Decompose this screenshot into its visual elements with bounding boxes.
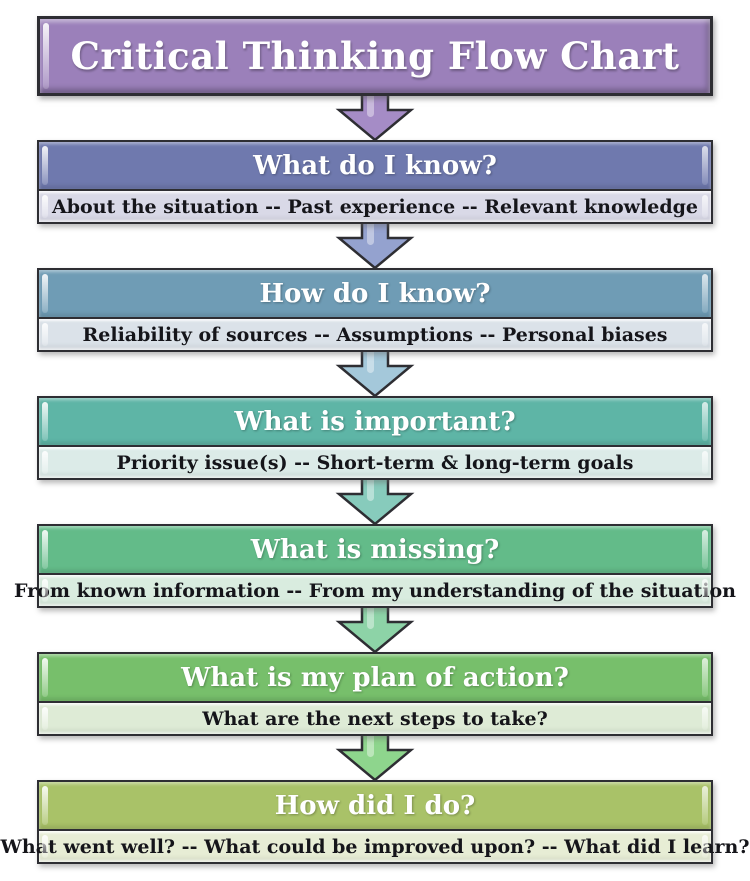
gloss-highlight	[42, 195, 48, 218]
gloss-highlight	[42, 274, 48, 313]
step-question: How did I do?	[274, 790, 476, 821]
step-header: How did I do?	[39, 782, 711, 831]
arrow-shape	[335, 474, 415, 526]
gloss-highlight	[42, 786, 48, 825]
step-detail-row: Priority issue(s) -- Short-term & long-t…	[39, 447, 711, 478]
step-question: What is important?	[234, 406, 516, 437]
arrow-shape	[335, 346, 415, 398]
step-detail-row: What went well? -- What could be improve…	[1, 831, 749, 862]
step-how-do-i-know: How do I know? Reliability of sources --…	[37, 268, 713, 352]
step-header: What is missing?	[39, 526, 711, 575]
gloss-highlight	[702, 707, 708, 730]
step-details: What went well? -- What could be improve…	[0, 835, 750, 858]
step-header: How do I know?	[39, 270, 711, 319]
flow-arrow-down	[331, 474, 419, 526]
step-question: What is my plan of action?	[181, 662, 569, 693]
step-details: From known information -- From my unders…	[14, 579, 736, 602]
gloss-highlight	[702, 146, 708, 185]
flow-arrow-down	[331, 90, 419, 142]
step-detail-row: Reliability of sources -- Assumptions --…	[39, 319, 711, 350]
gloss-highlight	[42, 530, 48, 569]
step-detail-row: From known information -- From my unders…	[14, 575, 736, 606]
gloss-highlight	[43, 23, 49, 89]
step-question: What do I know?	[253, 150, 497, 181]
step-plan-of-action: What is my plan of action? What are the …	[37, 652, 713, 736]
flowchart-title-box: Critical Thinking Flow Chart	[37, 16, 713, 96]
flowchart-title: Critical Thinking Flow Chart	[70, 34, 680, 78]
gloss-highlight	[42, 579, 48, 602]
gloss-highlight	[702, 195, 708, 218]
step-details: About the situation -- Past experience -…	[52, 195, 698, 218]
flow-arrow-down	[331, 346, 419, 398]
gloss-highlight	[42, 451, 48, 474]
step-detail-row: About the situation -- Past experience -…	[39, 191, 711, 222]
arrow-gloss	[367, 730, 374, 757]
step-header: What is my plan of action?	[39, 654, 711, 703]
step-header: What is important?	[39, 398, 711, 447]
gloss-highlight	[702, 658, 708, 697]
arrow-gloss	[367, 474, 374, 501]
arrow-gloss	[367, 218, 374, 245]
flow-arrow-down	[331, 730, 419, 782]
gloss-highlight	[702, 530, 708, 569]
step-details: What are the next steps to take?	[202, 707, 548, 730]
step-what-do-i-know: What do I know? About the situation -- P…	[37, 140, 713, 224]
step-question: How do I know?	[259, 278, 491, 309]
arrow-gloss	[367, 90, 374, 117]
gloss-highlight	[42, 658, 48, 697]
step-what-is-important: What is important? Priority issue(s) -- …	[37, 396, 713, 480]
arrow-shape	[335, 602, 415, 654]
step-what-is-missing: What is missing? From known information …	[14, 524, 736, 608]
gloss-highlight	[702, 274, 708, 313]
step-how-did-i-do: How did I do? What went well? -- What co…	[1, 780, 749, 864]
flow-arrow-down	[331, 218, 419, 270]
arrow-shape	[335, 730, 415, 782]
flow-arrow-down	[331, 602, 419, 654]
step-header: What do I know?	[39, 142, 711, 191]
step-details: Reliability of sources -- Assumptions --…	[82, 323, 668, 346]
step-detail-row: What are the next steps to take?	[39, 703, 711, 734]
arrow-gloss	[367, 602, 374, 629]
gloss-highlight	[42, 835, 48, 858]
gloss-highlight	[702, 323, 708, 346]
gloss-highlight	[702, 835, 708, 858]
arrow-gloss	[367, 346, 374, 373]
gloss-highlight	[702, 579, 708, 602]
gloss-highlight	[702, 786, 708, 825]
arrow-shape	[335, 90, 415, 142]
gloss-highlight	[42, 707, 48, 730]
step-details: Priority issue(s) -- Short-term & long-t…	[116, 451, 634, 474]
gloss-highlight	[42, 323, 48, 346]
gloss-highlight	[702, 451, 708, 474]
gloss-highlight	[42, 402, 48, 441]
step-question: What is missing?	[250, 534, 500, 565]
gloss-highlight	[702, 402, 708, 441]
arrow-shape	[335, 218, 415, 270]
gloss-highlight	[42, 146, 48, 185]
